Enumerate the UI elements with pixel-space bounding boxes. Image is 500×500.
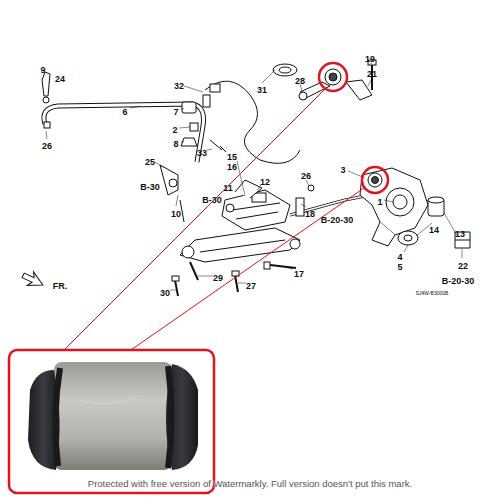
watermark-text: Protected with free version of Watermark… (88, 478, 412, 489)
reference-code: B-30 (202, 195, 222, 205)
callout-number: 15 (227, 146, 237, 164)
callout-number: 11 (223, 183, 233, 193)
callout-number: 22 (458, 261, 468, 271)
callout-number: 25 (145, 151, 155, 169)
callout-number: 12 (260, 171, 270, 189)
callout-number: 22 (458, 255, 468, 273)
callout-number: 26 (301, 171, 311, 181)
callout-number: 7 (173, 107, 178, 117)
callout-number: 8 (173, 133, 178, 151)
reference-code: B-30 (140, 182, 160, 192)
callout-number: 29 (213, 273, 223, 283)
reference-code: B-30 (202, 189, 222, 207)
callout-number: 1 (377, 191, 382, 209)
callout-number: 3 (340, 159, 345, 177)
callout-number: 27 (246, 275, 256, 293)
callout-number: 30 (160, 282, 170, 300)
callout-number: 10 (171, 209, 181, 219)
callout-number: 15 (227, 152, 237, 162)
callout-number: 14 (429, 225, 439, 235)
reference-code: B-20-30 (321, 215, 354, 225)
drawing-code: SJ4W-B3000B (416, 290, 449, 296)
callout-number: 16 (227, 162, 237, 172)
callout-number: 14 (429, 219, 439, 237)
callout-number: 25 (145, 157, 155, 167)
direction-label: FR. (53, 281, 68, 291)
callout-number: 24 (55, 74, 65, 84)
callout-number: 13 (455, 229, 465, 239)
callout-number: 18 (305, 203, 315, 221)
highlight (62, 63, 388, 352)
bushing-photo (9, 350, 214, 493)
reference-code: B-20-30 (321, 209, 354, 227)
callout-number: 26 (42, 135, 52, 153)
callout-number: 7 (173, 101, 178, 119)
callout-number: 24 (55, 68, 65, 86)
callout-number: 17 (294, 263, 304, 281)
callout-number: 28 (295, 70, 305, 88)
watermark-text: Protected with free version of Watermark… (88, 473, 412, 491)
callout-number: 5 (397, 256, 402, 274)
callout-number: 19 (365, 54, 375, 64)
callout-number: 13 (455, 223, 465, 241)
callout-number: 6 (122, 107, 127, 117)
callout-number: 33 (197, 148, 207, 158)
callout-number: 3 (340, 165, 345, 175)
callout-number: 29 (213, 267, 223, 285)
callout-number: 21 (367, 63, 377, 81)
callout-number: 2 (172, 119, 177, 137)
callout-number: 26 (301, 165, 311, 183)
callout-number: 18 (305, 209, 315, 219)
callout-number: 32 (174, 75, 184, 93)
callout-number: 26 (42, 141, 52, 151)
callout-number: 9 (40, 59, 45, 77)
drawing-code: SJ4W-B3000B (416, 281, 449, 299)
callout-number: 31 (257, 79, 267, 97)
callout-number: 12 (260, 177, 270, 187)
callout-number: 30 (160, 288, 170, 298)
reference-code: B-20-30 (442, 276, 475, 286)
callout-number: 27 (246, 281, 256, 291)
callout-number: 6 (122, 101, 127, 119)
callout-number: 17 (294, 269, 304, 279)
callout-number: 31 (257, 85, 267, 95)
callout-number: 2 (172, 125, 177, 135)
callout-number: 11 (223, 177, 233, 195)
callout-number: 32 (174, 81, 184, 91)
callout-number: 1 (377, 197, 382, 207)
reference-code: B-30 (140, 176, 160, 194)
callout-number: 16 (227, 156, 237, 174)
callout-number: 21 (367, 69, 377, 79)
callout-number: 8 (173, 139, 178, 149)
callout-number: 4 (397, 246, 402, 264)
line-art (20, 60, 470, 296)
leader-lines (46, 63, 462, 290)
callout-number: 28 (295, 76, 305, 86)
direction-label: FR. (53, 275, 68, 293)
reference-code: B-20-30 (442, 270, 475, 288)
callout-number: 9 (40, 65, 45, 75)
callout-number: 33 (197, 142, 207, 160)
callout-number: 19 (365, 48, 375, 66)
callout-number: 10 (171, 203, 181, 221)
callout-number: 4 (397, 252, 402, 262)
callout-number: 5 (397, 262, 402, 272)
